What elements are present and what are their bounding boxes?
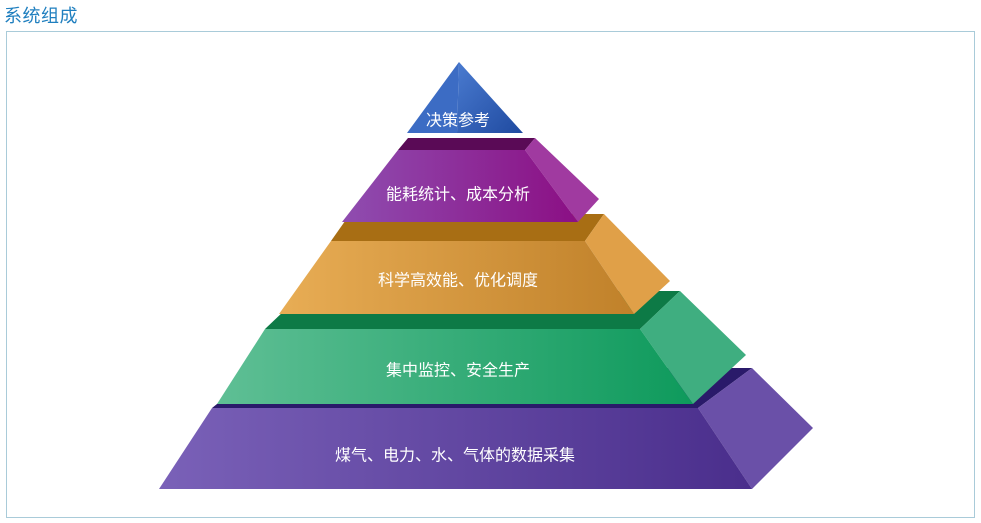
layer-2-top-face — [398, 138, 535, 150]
layer-4-front-face — [217, 329, 693, 404]
pyramid-layer-3: 科学高效能、优化调度 — [279, 214, 670, 314]
layer-1-right-face — [457, 62, 523, 133]
pyramid-layer-1: 决策参考 — [407, 62, 523, 133]
layer-3-front-face — [279, 241, 634, 314]
layer-5-label: 煤气、电力、水、气体的数据采集 — [335, 446, 575, 465]
layer-4-right-face — [640, 291, 746, 404]
page-title: 系统组成 — [4, 6, 78, 27]
layer-2-right-face — [525, 138, 599, 222]
layer-3-label: 科学高效能、优化调度 — [378, 271, 538, 290]
pyramid-layer-2: 能耗统计、成本分析 — [342, 138, 599, 222]
layer-4-label: 集中监控、安全生产 — [386, 361, 530, 380]
layer-1-label: 决策参考 — [426, 111, 490, 130]
layer-5-right-face — [698, 368, 813, 489]
layer-3-right-face — [585, 214, 670, 314]
layer-5-front-face — [159, 408, 752, 489]
layer-2-front-face — [342, 150, 578, 222]
layer-2-label: 能耗统计、成本分析 — [386, 185, 530, 204]
layer-1-left-face — [407, 62, 459, 133]
